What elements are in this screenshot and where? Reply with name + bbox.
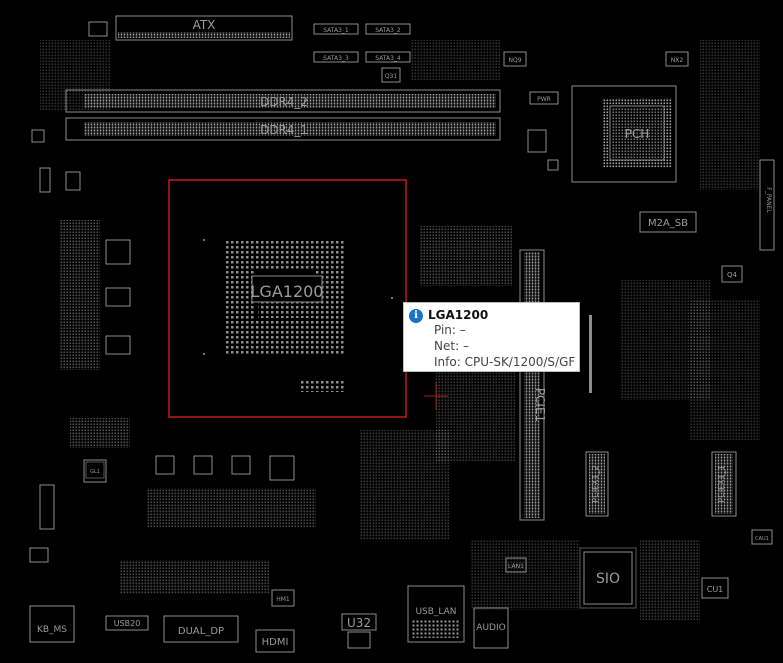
pch-chip[interactable]: PCH xyxy=(571,85,677,183)
dimm-slot-2[interactable]: DDR4_2 xyxy=(65,89,501,113)
pwr-label: PWR xyxy=(537,96,551,103)
ddr4-2-label: DDR4_2 xyxy=(260,95,308,109)
lan1-label: LAN1 xyxy=(508,563,524,570)
kb-ms-connector[interactable]: KB_MS xyxy=(29,605,75,643)
component-tooltip: i LGA1200 Pin: – Net: – Info: CPU-SK/120… xyxy=(403,302,580,372)
m2a-label: M2A_SB xyxy=(648,218,688,229)
pcie-label: PCIE1 xyxy=(533,388,547,422)
net-value: – xyxy=(462,339,469,353)
cpu-label: LGA1200 xyxy=(251,282,324,301)
sio-chip[interactable]: SIO xyxy=(579,547,637,609)
audio-connector[interactable]: AUDIO xyxy=(473,607,509,649)
pin-label: Pin: xyxy=(434,323,456,337)
dimm-slot-1[interactable]: DDR4_1 xyxy=(65,117,501,141)
q31-label: Q31 xyxy=(385,73,398,80)
sata4-label: SATA3_4 xyxy=(375,55,401,62)
usb20-connector[interactable]: USB20 xyxy=(105,615,149,631)
kbms-label: KB_MS xyxy=(37,625,67,635)
dual-dp-connector[interactable]: DUAL_DP xyxy=(163,615,239,643)
cpu-socket[interactable]: LGA1200 xyxy=(168,179,407,418)
gm1-chip[interactable] xyxy=(88,21,108,37)
q31-chip[interactable]: Q31 xyxy=(381,67,401,83)
cu1-chip[interactable]: CU1 xyxy=(701,577,729,599)
sio-label: SIO xyxy=(596,571,620,587)
cau1-chip[interactable]: CAU1 xyxy=(751,529,773,545)
lan1-chip[interactable]: LAN1 xyxy=(505,557,527,573)
crosshair-cursor xyxy=(424,382,448,410)
u32-label: U32 xyxy=(347,616,371,630)
hm1-label: HM1 xyxy=(276,596,290,603)
info-label: Info: xyxy=(434,355,461,369)
pin-value: – xyxy=(459,323,466,337)
sata-connector-4[interactable]: SATA3_4 xyxy=(365,51,411,63)
usb-lan-connector[interactable]: USB_LAN xyxy=(407,585,465,643)
tooltip-pin-row: Pin: – xyxy=(434,323,466,337)
pch-label: PCH xyxy=(625,127,650,141)
sata-connector-2[interactable]: SATA3_2 xyxy=(365,23,411,35)
fpanel-connector[interactable]: F_PANEL xyxy=(759,159,775,251)
info-value: CPU-SK/1200/S/GF xyxy=(464,355,576,369)
q4-label: Q4 xyxy=(727,271,738,279)
tooltip-info-row: Info: CPU-SK/1200/S/GF xyxy=(434,355,575,369)
dualdp-label: DUAL_DP xyxy=(178,626,224,637)
pciex1-1-slot[interactable]: PCIEX1_1 xyxy=(711,451,737,517)
m2a-connector[interactable]: M2A_SB xyxy=(639,211,697,233)
sata3-label: SATA3_3 xyxy=(323,55,349,62)
hm1-chip[interactable]: HM1 xyxy=(271,589,295,607)
sata-connector-1[interactable]: SATA3_1 xyxy=(313,23,359,35)
nx2-label: NX2 xyxy=(671,57,684,64)
pciex2-label: PCIEX1_2 xyxy=(591,465,600,502)
tooltip-title: LGA1200 xyxy=(428,308,489,322)
pciex1-2-slot[interactable]: PCIEX1_2 xyxy=(585,451,609,517)
pwr-chip[interactable]: PWR xyxy=(529,91,559,105)
cu1-label: CU1 xyxy=(707,585,724,594)
q4-chip[interactable]: Q4 xyxy=(721,265,743,283)
nx2-chip[interactable]: NX2 xyxy=(665,51,689,67)
nq9-label: NQ9 xyxy=(508,57,521,64)
info-icon: i xyxy=(409,309,423,323)
gl1-label: GL1 xyxy=(90,469,100,475)
ddr4-1-label: DDR4_1 xyxy=(260,123,308,137)
tooltip-net-row: Net: – xyxy=(434,339,469,353)
pcie-x16-slot[interactable]: PCIE1 xyxy=(519,249,547,521)
sata2-label: SATA3_2 xyxy=(375,27,401,34)
cau1-label: CAU1 xyxy=(755,536,769,542)
atx-connector[interactable]: ATX xyxy=(115,15,293,41)
usblan-label: USB_LAN xyxy=(415,607,456,617)
gl1-chip[interactable]: GL1 xyxy=(85,461,105,479)
usb20-label: USB20 xyxy=(114,619,141,628)
net-label: Net: xyxy=(434,339,460,353)
sata1-label: SATA3_1 xyxy=(323,27,349,34)
sata-connector-3[interactable]: SATA3_3 xyxy=(313,51,359,63)
atx-label: ATX xyxy=(193,18,216,32)
pciex1-label: PCIEX1_1 xyxy=(717,465,726,502)
hdmi-connector[interactable]: HDMI xyxy=(255,629,295,653)
fpanel-label: F_PANEL xyxy=(765,187,772,213)
audio-label: AUDIO xyxy=(476,623,505,633)
vrm-components-left xyxy=(29,129,559,563)
hdmi-label: HDMI xyxy=(262,637,289,648)
u32-chip[interactable]: U32 xyxy=(341,613,377,649)
nq9-chip[interactable]: NQ9 xyxy=(503,51,527,67)
